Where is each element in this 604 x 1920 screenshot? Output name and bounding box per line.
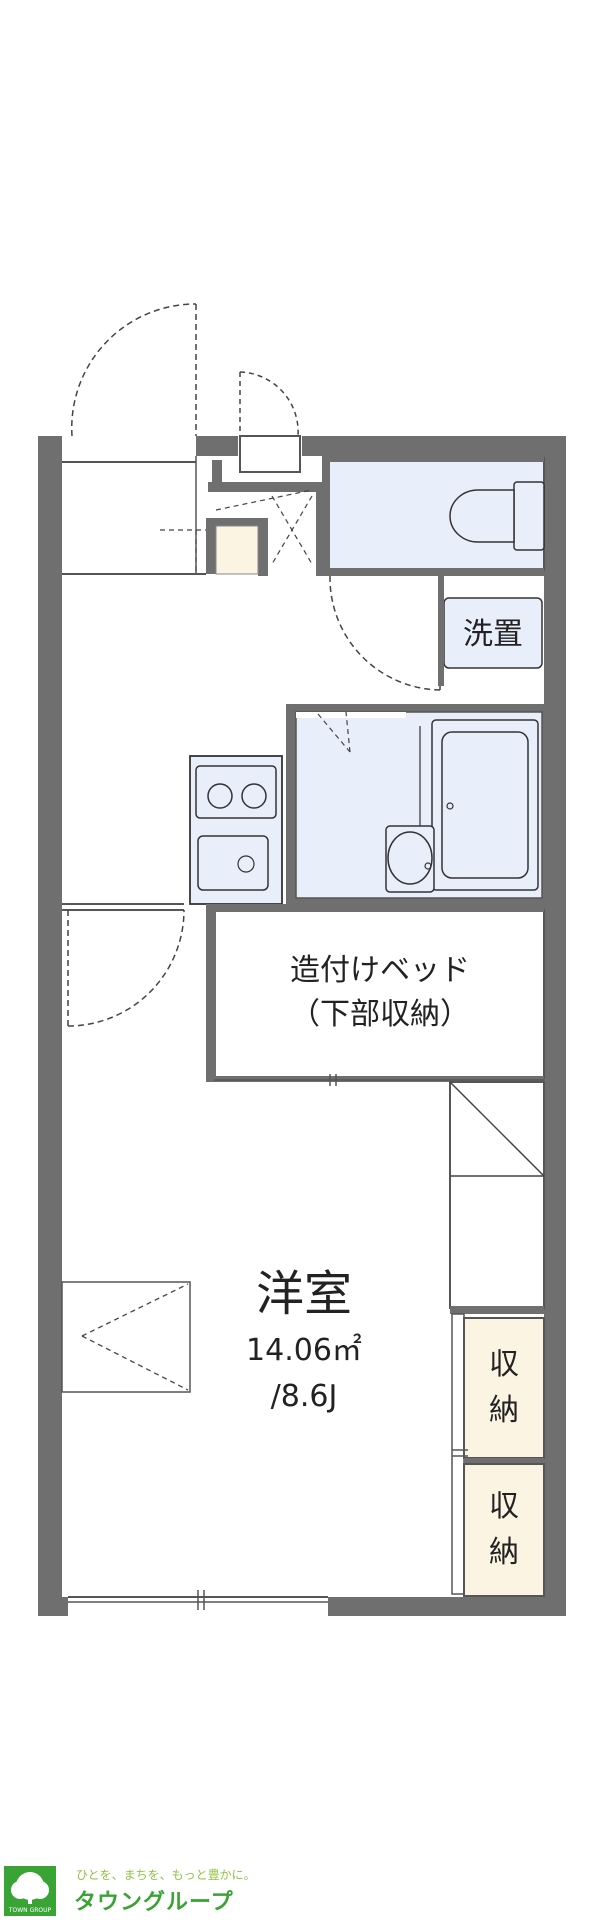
toilet-tank	[513, 481, 545, 551]
bed-label-line1: 造付けベッド	[290, 953, 470, 988]
company-tagline: ひとを、まちを、もっと豊かに。	[76, 1868, 256, 1882]
storage2-label-line1: 収	[489, 1489, 519, 1524]
stove-burner-icon	[241, 783, 267, 809]
basin-bowl-icon	[387, 831, 433, 885]
storage2-label-line2: 納	[489, 1535, 519, 1570]
storage-closet-2	[463, 1463, 545, 1597]
storage-closet-1	[463, 1317, 545, 1459]
shoe-cabinet	[239, 435, 301, 473]
built-in-bed	[213, 909, 545, 1079]
utility-box	[215, 525, 259, 575]
entry-door-swing	[70, 303, 197, 437]
toilet-bowl-icon	[449, 489, 515, 543]
washer-label: 洗置	[463, 617, 523, 652]
company-logo: TOWN GROUP	[4, 1866, 56, 1916]
bed-label-line2: （下部収納）	[290, 997, 470, 1032]
ladder-area	[449, 1081, 545, 1309]
aircon-indicator	[61, 1281, 191, 1393]
kitchen-sink	[197, 835, 269, 891]
company-name: タウングループ	[74, 1890, 234, 1915]
stove-burner-icon	[207, 783, 233, 809]
main-room-area: 14.06㎡	[246, 1333, 362, 1368]
main-room-size: /8.6J	[271, 1379, 338, 1414]
logo-small-text: TOWN GROUP	[8, 1907, 52, 1914]
tree-logo-icon: TOWN GROUP	[4, 1866, 56, 1916]
main-room-name: 洋室	[256, 1266, 352, 1322]
entry-door-opening	[62, 436, 196, 456]
storage1-label-line2: 納	[489, 1393, 519, 1428]
storage1-label-line1: 収	[489, 1347, 519, 1382]
